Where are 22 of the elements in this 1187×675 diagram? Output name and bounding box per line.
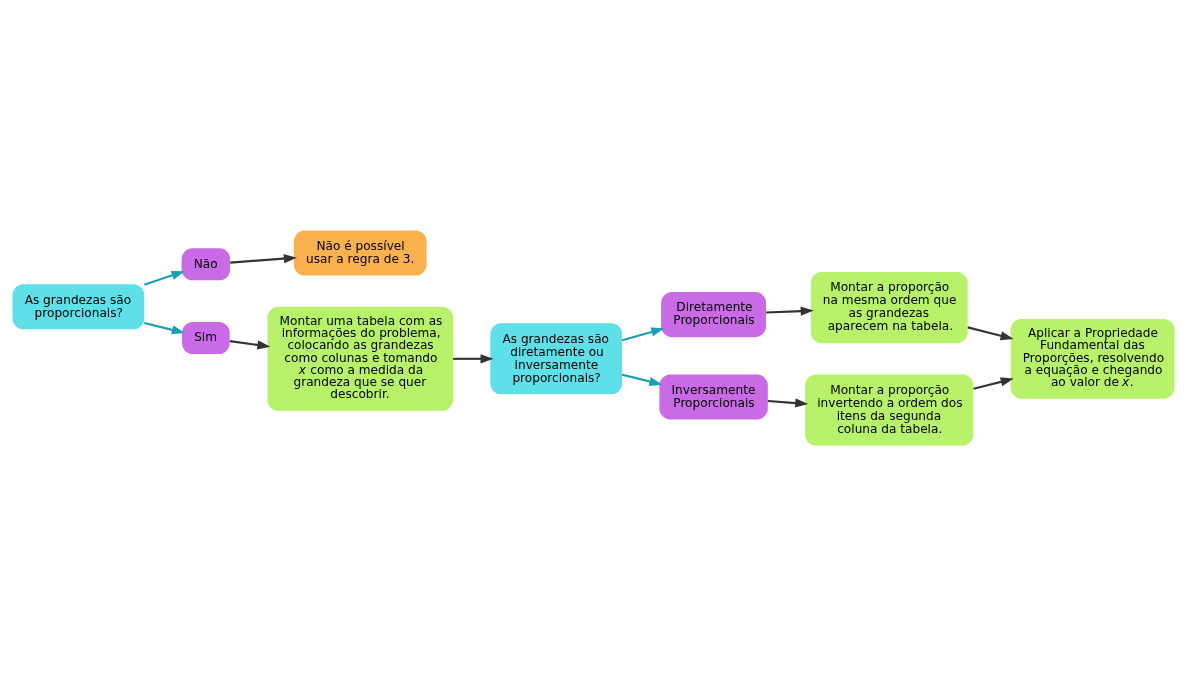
node-box: Montar uma tabela com as informações do problema, colocando as grandezas como colunas e tomando x como a medida da grandeza que se quer descobrir. [267,306,453,411]
arrow [766,306,814,316]
arrow [144,321,185,334]
node-box: Aplicar a Propriedade Fundamental das Proporções, resolvendo a equação e chegando ao valor de x. [1010,318,1175,399]
arrow [230,253,297,264]
node-box: Não é possível usar a regra de 3. [293,229,427,276]
node-box: Não [181,247,231,280]
node-box: Sim [182,321,230,354]
node-box: Inversamente Proporcionais [659,373,768,419]
arrow [767,397,809,408]
arrow [967,325,1014,340]
arrow [453,353,494,363]
node-box: Diretamente Proporcionais [661,291,767,337]
node-box: As grandezas são diretamente ou inversamente proporcionais? [490,322,623,394]
arrow [621,373,663,386]
node-box: Montar a proporção invertendo a ordem dos itens da segunda coluna da tabela. [805,373,974,446]
node-box: Montar a proporção na mesma ordem que as grandezas aparecem na tabela. [810,271,968,343]
arrow [229,339,271,349]
arrow [621,327,665,341]
arrow [973,376,1014,390]
arrow [144,270,185,286]
node-box: As grandezas são proporcionais? [12,283,145,329]
